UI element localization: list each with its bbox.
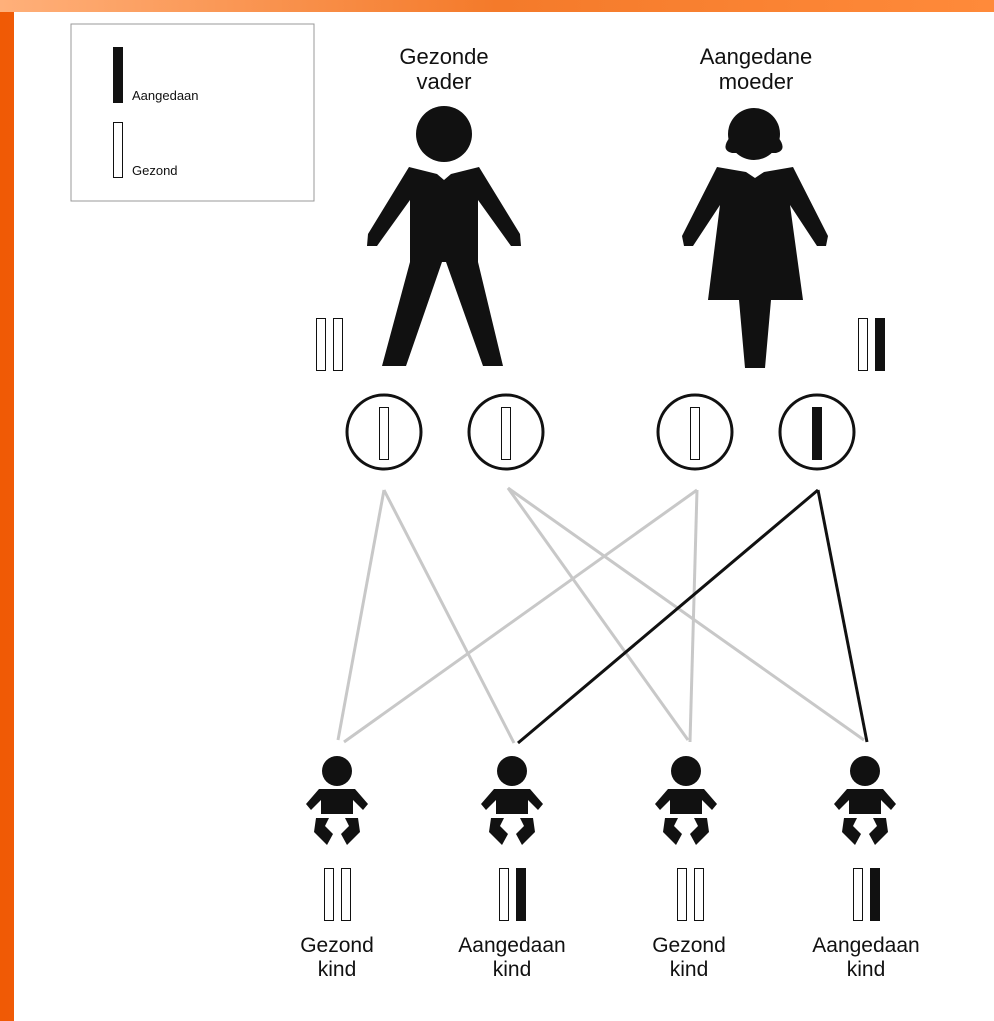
man-figure-icon: [367, 106, 521, 366]
child-label-line2: kind: [669, 958, 709, 982]
healthy-gene-bar: [341, 868, 351, 921]
link-line: [382, 489, 516, 744]
legend-healthy-label: Gezond: [132, 163, 178, 178]
healthy-gene-bar: [379, 407, 389, 460]
gamete-circle: [467, 393, 545, 471]
affected-gene-bar: [812, 407, 822, 460]
mother-title-line2: moeder: [718, 69, 794, 95]
mother-title: Aangedane moeder: [656, 44, 856, 95]
mother-title-line1: Aangedane: [699, 44, 813, 69]
baby-icon: [655, 756, 717, 845]
healthy-gene-bar: [677, 868, 687, 921]
child-label: Aangedaan kind: [781, 934, 951, 982]
healthy-gene-bar: [316, 318, 326, 371]
children-genes: [324, 868, 880, 921]
gamete-circle: [345, 393, 423, 471]
gamete-circle: [656, 393, 734, 471]
father-title-line1: Gezonde: [399, 44, 489, 69]
child-label: Gezond kind: [604, 934, 774, 982]
baby-icon: [834, 756, 896, 845]
affected-gene-bar: [516, 868, 526, 921]
child-label-line1: Gezond: [300, 934, 374, 957]
inheritance-lines: [336, 486, 869, 745]
link-line: [507, 486, 865, 742]
child-label-line2: kind: [492, 958, 532, 982]
father-genes: [316, 318, 343, 371]
healthy-gene-bar: [324, 868, 334, 921]
gamete-circle: [778, 393, 856, 471]
child-label: Gezond kind: [252, 934, 422, 982]
healthy-gene-bar: [853, 868, 863, 921]
father-title-line2: vader: [416, 69, 472, 95]
legend: [70, 23, 315, 202]
child-label-line2: kind: [317, 958, 357, 982]
child-label: Aangedaan kind: [427, 934, 597, 982]
affected-gene-bar: [875, 318, 885, 371]
healthy-gene-bar: [501, 407, 511, 460]
link-line: [343, 488, 698, 744]
link-line: [517, 488, 819, 745]
woman-figure-icon: [682, 108, 828, 368]
healthy-gene-bar: [690, 407, 700, 460]
children-icons: [306, 756, 896, 845]
mother-genes: [858, 318, 885, 371]
baby-icon: [481, 756, 543, 845]
link-line: [506, 487, 690, 741]
affected-gene-bar: [870, 868, 880, 921]
legend-affected-swatch: [113, 47, 123, 103]
link-line: [336, 489, 386, 741]
legend-affected-label: Aangedaan: [132, 88, 199, 103]
link-line: [688, 489, 699, 743]
healthy-gene-bar: [858, 318, 868, 371]
child-label-line1: Aangedaan: [458, 934, 566, 957]
child-label-line1: Aangedaan: [812, 934, 920, 957]
gametes: [345, 393, 856, 471]
healthy-gene-bar: [499, 868, 509, 921]
link-line: [816, 489, 869, 743]
child-label-line2: kind: [846, 958, 886, 982]
legend-healthy-swatch: [113, 122, 123, 178]
child-label-line1: Gezond: [652, 934, 726, 957]
baby-icon: [306, 756, 368, 845]
healthy-gene-bar: [694, 868, 704, 921]
healthy-gene-bar: [333, 318, 343, 371]
father-title: Gezonde vader: [344, 44, 544, 95]
